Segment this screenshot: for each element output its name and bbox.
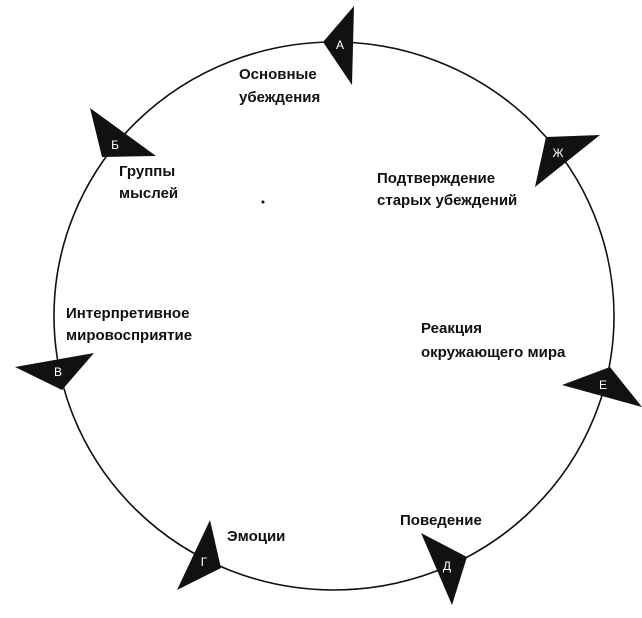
stage-label: Основные	[239, 66, 317, 83]
stage-label: Поведение	[400, 512, 482, 529]
arrow-marker-d	[421, 533, 467, 605]
stage-label: мыслей	[119, 185, 178, 202]
arrow-marker-e	[562, 367, 642, 407]
stage-label: мировосприятие	[66, 327, 192, 344]
stage-zh: Ж Подтверждение старых убеждений	[377, 135, 600, 209]
marker-letter: Д	[443, 559, 451, 573]
stage-b: Б Группы мыслей	[90, 108, 178, 202]
marker-letter: Г	[201, 555, 208, 569]
marker-letter: Е	[599, 378, 607, 392]
stage-label: Группы	[119, 163, 175, 180]
arrow-marker-b	[90, 108, 156, 157]
stage-label: убеждения	[239, 89, 320, 106]
stage-v: В Интерпретивное мировосприятие	[15, 305, 192, 390]
marker-letter: В	[54, 365, 62, 379]
arrow-marker-a	[323, 6, 354, 85]
stage-a: А Основные убеждения	[239, 6, 354, 106]
arrow-marker-g	[177, 520, 221, 590]
stage-g: Г Эмоции	[177, 520, 285, 590]
marker-letter: А	[336, 38, 344, 52]
arrow-marker-zh	[535, 135, 600, 187]
stage-e: Е Реакция окружающего мира	[421, 320, 642, 407]
marker-letter: Б	[111, 138, 119, 152]
stage-label: Эмоции	[227, 528, 285, 545]
stage-d: Д Поведение	[400, 512, 482, 605]
stage-label: Интерпретивное	[66, 305, 189, 322]
stage-label: окружающего мира	[421, 344, 566, 361]
stage-label: Подтверждение	[377, 170, 495, 187]
stage-label: Реакция	[421, 320, 482, 337]
arrow-marker-v	[15, 353, 94, 390]
center-dot	[261, 200, 265, 204]
stage-label: старых убеждений	[377, 192, 517, 209]
marker-letter: Ж	[552, 146, 563, 160]
